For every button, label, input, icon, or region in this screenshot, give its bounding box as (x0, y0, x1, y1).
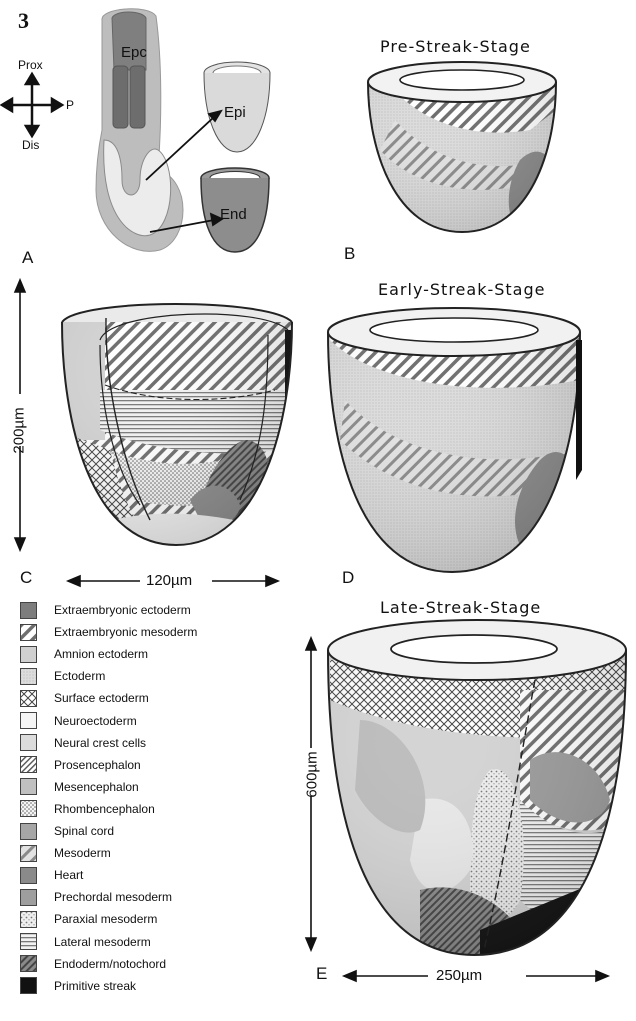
legend-item: Heart (20, 865, 83, 885)
legend-label: Mesoderm (54, 846, 111, 860)
legend-swatch (20, 624, 37, 641)
legend-item: Lateral mesoderm (20, 932, 151, 952)
legend-label: Neuroectoderm (54, 714, 137, 728)
legend-item: Extraembryonic ectoderm (20, 600, 191, 620)
legend-label: Prechordal mesoderm (54, 890, 172, 904)
legend-item: Prosencephalon (20, 755, 141, 775)
legend-item: Neuroectoderm (20, 711, 137, 731)
legend-item: Mesencephalon (20, 777, 139, 797)
legend-label: Heart (54, 868, 83, 882)
legend-swatch (20, 867, 37, 884)
legend-swatch (20, 690, 37, 707)
legend-item: Paraxial mesoderm (20, 909, 157, 929)
legend-label: Endoderm/notochord (54, 957, 166, 971)
legend-item: Ectoderm (20, 666, 105, 686)
legend-item: Extraembryonic mesoderm (20, 622, 197, 642)
legend-label: Amnion ectoderm (54, 647, 148, 661)
legend-item: Primitive streak (20, 976, 136, 996)
legend-swatch (20, 933, 37, 950)
legend-swatch (20, 800, 37, 817)
panel-e-letter: E (316, 964, 327, 984)
legend-label: Extraembryonic mesoderm (54, 625, 197, 639)
legend-item: Endoderm/notochord (20, 954, 166, 974)
legend-label: Primitive streak (54, 979, 136, 993)
legend-item: Neural crest cells (20, 733, 146, 753)
legend-item: Rhombencephalon (20, 799, 155, 819)
legend-swatch (20, 778, 37, 795)
legend-item: Surface ectoderm (20, 688, 149, 708)
legend-label: Ectoderm (54, 669, 105, 683)
legend-label: Lateral mesoderm (54, 935, 151, 949)
legend-label: Extraembryonic ectoderm (54, 603, 191, 617)
legend-label: Neural crest cells (54, 736, 146, 750)
legend-swatch (20, 756, 37, 773)
legend-item: Prechordal mesoderm (20, 887, 172, 907)
legend-item: Amnion ectoderm (20, 644, 148, 664)
legend-item: Mesoderm (20, 843, 111, 863)
legend-swatch (20, 845, 37, 862)
legend-swatch (20, 889, 37, 906)
legend-swatch (20, 955, 37, 972)
legend-swatch (20, 712, 37, 729)
legend-label: Mesencephalon (54, 780, 139, 794)
legend-label: Spinal cord (54, 824, 114, 838)
legend-label: Surface ectoderm (54, 691, 149, 705)
legend-item: Spinal cord (20, 821, 114, 841)
legend-swatch (20, 977, 37, 994)
legend-label: Paraxial mesoderm (54, 912, 157, 926)
legend-swatch (20, 734, 37, 751)
legend-swatch (20, 823, 37, 840)
legend-swatch (20, 668, 37, 685)
legend-swatch (20, 602, 37, 619)
legend-swatch (20, 646, 37, 663)
legend-swatch (20, 911, 37, 928)
legend-label: Prosencephalon (54, 758, 141, 772)
legend-label: Rhombencephalon (54, 802, 155, 816)
